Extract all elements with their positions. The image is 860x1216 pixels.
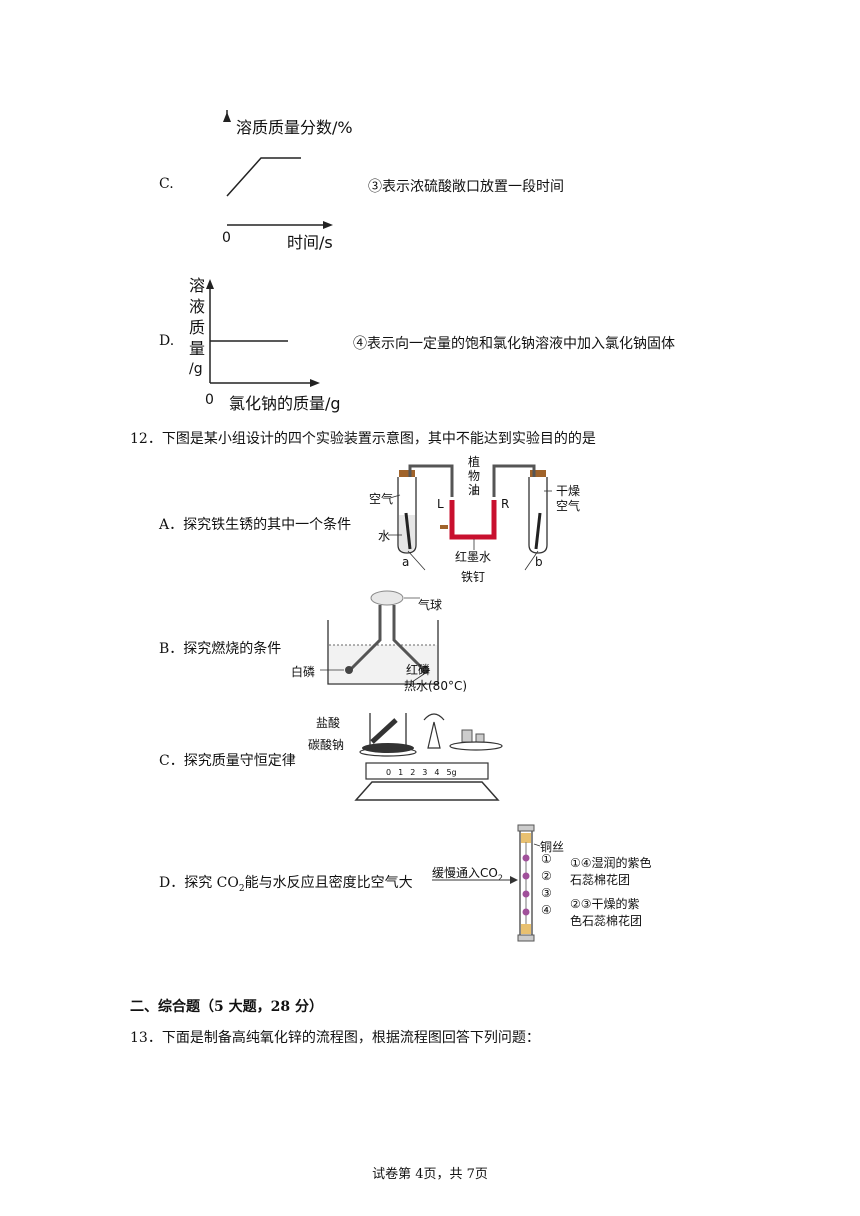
curve-line (226, 157, 301, 197)
option-c-origin: 0 (222, 230, 231, 246)
option-c-graph (223, 110, 333, 229)
option-d-x-label: 氯化钠的质量/g (229, 394, 341, 413)
option-c-x-label: 时间/s (287, 233, 333, 252)
option-d-origin: 0 (205, 392, 214, 408)
scale-ticks: 0 1 2 3 4 5g (386, 768, 457, 777)
balance-base (354, 781, 500, 801)
cotton-2 (522, 872, 530, 880)
pan-right (449, 741, 503, 751)
label-balloon: 气球 (418, 598, 443, 612)
label-copper: 铜丝 (540, 840, 565, 854)
beam-scale (365, 762, 489, 780)
connector-left (408, 464, 454, 497)
label-nail: 铁钉 (461, 570, 486, 584)
option-c-desc: ③表示浓硫酸敞口放置一段时间 (368, 179, 564, 195)
iron-rust-apparatus (388, 464, 552, 571)
weight-1 (461, 729, 473, 743)
nail-a (404, 512, 412, 550)
section2-heading: 二、综合题（5 大题，28 分） (130, 999, 323, 1015)
co2-tube-apparatus (432, 824, 541, 942)
pan-left (359, 747, 417, 757)
tube-b (528, 477, 548, 554)
combustion-apparatus (320, 590, 439, 685)
label-red-ink: 红墨水 (455, 550, 492, 564)
cotton-3 (522, 890, 530, 898)
label-hot-water: 热水(80°C) (404, 679, 468, 693)
pointer-dial (423, 713, 445, 721)
q12-c-text: C．探究质量守恒定律 (159, 753, 296, 769)
y-axis-arrow (206, 279, 214, 289)
option-d-letter: D. (159, 333, 175, 349)
nail-b (534, 512, 542, 550)
option-d-graph (206, 279, 320, 387)
x-axis-arrow (323, 221, 333, 229)
label-oil: 植 物 油 (468, 455, 481, 497)
cotton-marks: ① ② ③ ④ (541, 852, 552, 917)
q12-a-text: A．探究铁生锈的其中一个条件 (159, 517, 352, 533)
label-tube-a: a (402, 555, 410, 569)
cap-top (521, 833, 531, 843)
balance-apparatus (354, 713, 503, 801)
y-tube (346, 605, 428, 674)
option-c-y-label: 溶质质量分数/% (236, 118, 353, 137)
weight-2 (475, 733, 485, 743)
q12-d-text: D．探究 CO2能与水反应且密度比空气大 (159, 875, 413, 894)
stopper-b (530, 470, 546, 477)
label-water: 水 (378, 529, 391, 543)
x-axis-arrow (310, 379, 320, 387)
label-L: L (437, 497, 444, 511)
connector-right (492, 464, 536, 497)
q13-stem: 13．下面是制备高纯氧化锌的流程图，根据流程图回答下列问题： (130, 1030, 540, 1046)
label-wet-cotton: ①④湿润的紫色 石蕊棉花团 (570, 856, 652, 887)
balloon (370, 590, 404, 606)
q12-b-text: B．探究燃烧的条件 (159, 641, 282, 657)
test-tube (370, 718, 398, 744)
label-air: 空气 (369, 492, 394, 506)
option-d-desc: ④表示向一定量的饱和氯化钠溶液中加入氯化钠固体 (353, 336, 675, 352)
clip (440, 525, 448, 529)
label-soda: 碳酸钠 (308, 738, 345, 752)
q12-stem: 12．下图是某小组设计的四个实验装置示意图，其中不能达到实验目的的是 (130, 431, 596, 447)
white-phosphorus (345, 666, 353, 674)
label-acid: 盐酸 (316, 716, 341, 730)
beaker (327, 620, 439, 685)
label-inlet: 缓慢通入CO2 (432, 866, 503, 883)
option-d-y-label: 溶 液 质 量 /g (189, 276, 206, 377)
label-dry-air: 干燥 空气 (556, 484, 581, 513)
label-R: R (501, 497, 510, 511)
cotton-4 (522, 908, 530, 916)
cotton-1 (522, 854, 530, 862)
label-dry-cotton: ②③干燥的紫 色石蕊棉花团 (570, 897, 643, 928)
page-footer: 试卷第 4页，共 7页 (372, 1167, 488, 1182)
label-tube-b: b (535, 555, 543, 569)
label-red-p: 红磷 (406, 663, 431, 677)
stopper-a (399, 470, 415, 477)
label-white-p: 白磷 (291, 665, 316, 679)
option-c-letter: C. (159, 176, 174, 192)
tube-a (397, 477, 417, 554)
y-axis-arrow (223, 112, 231, 122)
cap-bottom (521, 924, 531, 934)
u-tube-red-ink (449, 500, 497, 540)
